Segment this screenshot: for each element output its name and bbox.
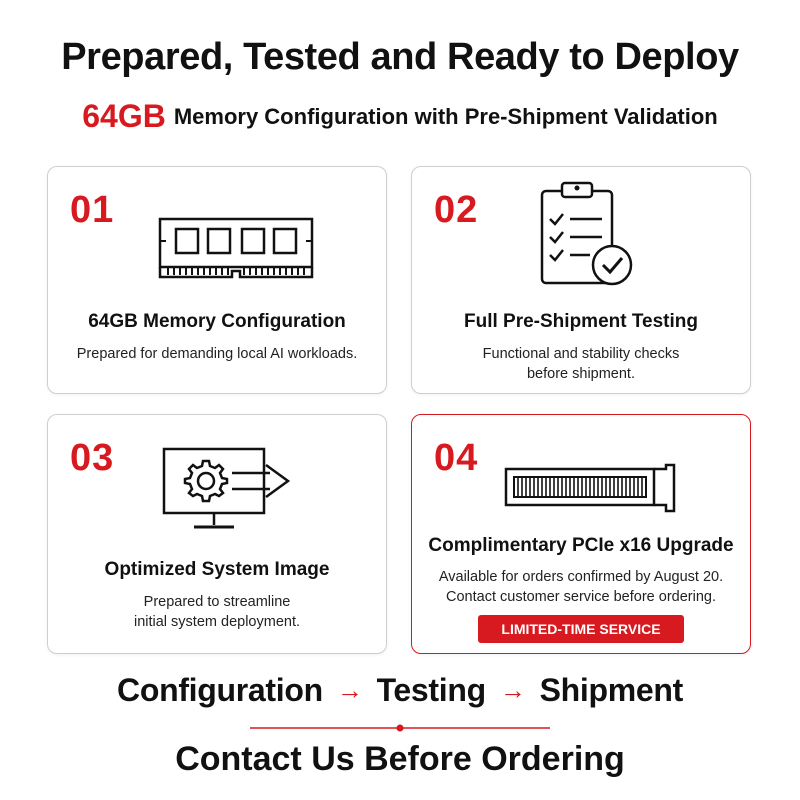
feature-card-memory: 01 64GB Memory Configuration Prepared fo… <box>47 166 387 394</box>
flow-step-shipment: Shipment <box>539 672 684 708</box>
feature-card-system-image: 03 Optimized System Image Prepared to st… <box>47 414 387 654</box>
card-description: Functional and stability checks before s… <box>422 344 740 384</box>
flow-step-testing: Testing <box>376 672 487 708</box>
card-description-line: before shipment. <box>526 366 635 382</box>
card-description-line: Prepared to streamline <box>143 594 291 610</box>
checklist-clipboard-icon <box>540 181 633 286</box>
card-description-line: Contact customer service before ordering… <box>446 589 716 605</box>
card-title: 64GB Memory Configuration <box>88 311 346 332</box>
card-number: 03 <box>70 437 115 479</box>
card-description-line: initial system deployment. <box>133 614 300 630</box>
card-title: Complimentary PCIe x16 Upgrade <box>428 535 734 556</box>
page-subtitle: 64GB Memory Configuration with Pre-Shipme… <box>0 98 800 135</box>
card-title: Full Pre-Shipment Testing <box>464 311 698 332</box>
pcie-slot-icon <box>504 463 676 513</box>
card-title: Optimized System Image <box>104 559 330 580</box>
card-number: 04 <box>434 437 479 479</box>
card-description: Prepared to streamline initial system de… <box>58 592 376 632</box>
divider <box>250 724 550 732</box>
card-description: Prepared for demanding local AI workload… <box>58 344 376 364</box>
card-description-line: Available for orders confirmed by August… <box>438 569 724 585</box>
limited-time-badge: LIMITED-TIME SERVICE <box>478 615 684 643</box>
process-flow: Configuration → Testing → Shipment <box>0 672 800 709</box>
arrow-right-icon: → <box>336 675 363 705</box>
card-number: 01 <box>70 189 115 231</box>
subtitle-accent: 64GB <box>82 98 166 134</box>
feature-card-pcie-upgrade: 04 Complimentary PCIe x16 Upgrade Availa… <box>411 414 751 654</box>
card-description-line: Functional and stability checks <box>482 346 680 362</box>
arrow-right-icon: → <box>499 675 526 705</box>
memory-module-icon <box>158 217 314 279</box>
feature-card-testing: 02 Full Pre-Shipment Testing Functional … <box>411 166 751 394</box>
card-number: 02 <box>434 189 479 231</box>
contact-cta: Contact Us Before Ordering <box>175 740 625 778</box>
flow-step-configuration: Configuration <box>117 672 323 708</box>
card-description: Available for orders confirmed by August… <box>422 567 740 607</box>
monitor-gear-arrow-icon <box>162 447 291 529</box>
subtitle-text: Memory Configuration with Pre-Shipment V… <box>173 104 718 129</box>
card-description-line: Prepared for demanding local AI workload… <box>76 346 358 362</box>
page-title: Prepared, Tested and Ready to Deploy <box>61 36 739 78</box>
